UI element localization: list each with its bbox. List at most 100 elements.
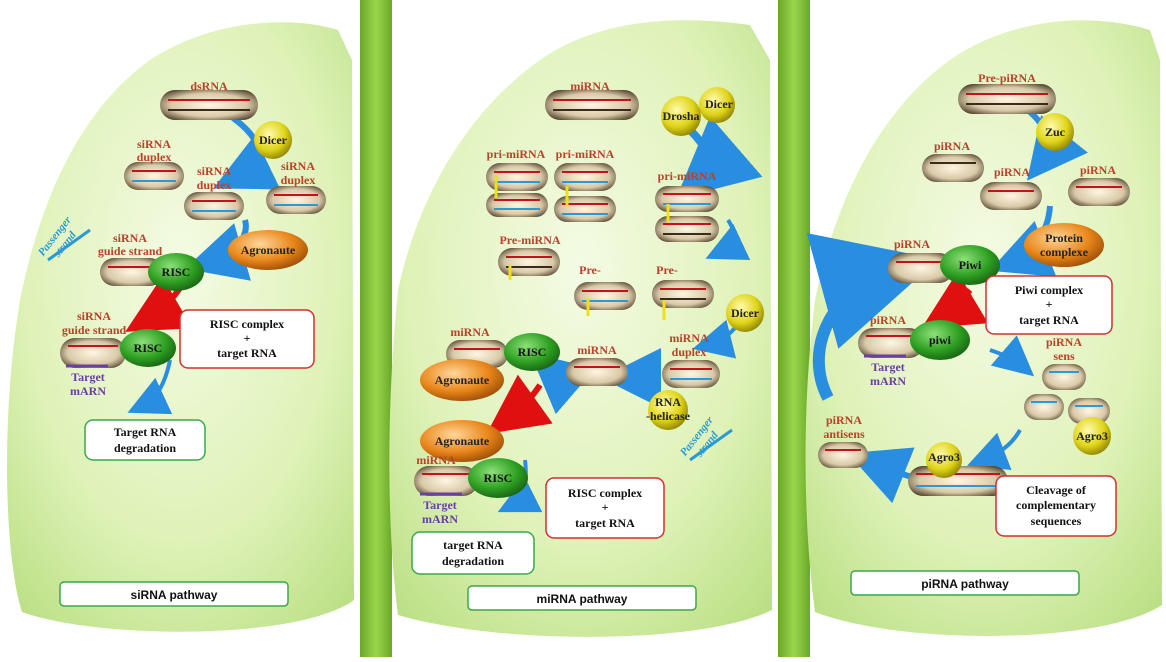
pirna-sens-capsule-2 xyxy=(1024,394,1064,420)
mirna-pre-3: Pre- xyxy=(656,263,678,277)
mirna-risc-complex-box xyxy=(545,477,665,539)
mirna-drosha-ball xyxy=(661,96,701,136)
pirna-sens-a: piRNA xyxy=(1046,335,1082,349)
sirna-duplex-3 xyxy=(266,186,326,214)
sirna-dicer-label: Dicer xyxy=(259,133,288,147)
pirna-protein-b: complexe xyxy=(1040,245,1089,259)
pirna-agro3-ball-1 xyxy=(1073,417,1111,455)
sirna-guide-capsule xyxy=(100,258,164,286)
mirna-pri-capsule-3 xyxy=(655,186,719,242)
pirna-target-a: Target xyxy=(871,360,905,374)
mirna-pre-1: Pre-miRNA xyxy=(499,233,560,247)
mirna-degradation-b: degradation xyxy=(442,554,504,568)
pirna-agro3-arrow xyxy=(967,428,1022,471)
sirna-duplex-3b: duplex xyxy=(281,173,316,187)
sirna-agronaute-oval xyxy=(228,230,308,270)
pirna-antisens-a: piRNA xyxy=(826,413,862,427)
sirna-dsrna-capsule xyxy=(160,90,258,120)
mirna-risc-label-2: RISC xyxy=(484,471,513,485)
mirna-degradation-arrow xyxy=(497,459,543,513)
mirna-target-b: mARN xyxy=(422,512,458,526)
mirna-dicer-ball-1 xyxy=(699,87,735,123)
mirna-risc-label-1: RISC xyxy=(518,345,547,359)
mirna-dicer-ball-2 xyxy=(726,294,764,332)
sirna-guide-1b: guide strand xyxy=(98,244,163,258)
pirna-piwi-complex-box xyxy=(985,275,1113,335)
pirna-label-1: piRNA xyxy=(934,139,970,153)
pirna-piwi-label-2: piwi xyxy=(929,333,952,347)
sirna-red-arrow xyxy=(125,276,193,332)
mirna-helicase-arrow xyxy=(601,347,662,408)
mirna-passenger-strand xyxy=(689,428,733,462)
pirna-zuc-ball xyxy=(1036,113,1074,151)
pirna-sens-b: sens xyxy=(1053,349,1075,363)
sirna-dicer-ball xyxy=(254,121,292,159)
mirna-bottom-label: miRNA xyxy=(416,453,456,467)
mirna-pri-capsule-1 xyxy=(486,163,548,217)
pirna-sens-capsule-1 xyxy=(1042,364,1086,390)
pirna-piwi-label-1: Piwi xyxy=(959,258,982,272)
sirna-degradation-box xyxy=(84,419,206,461)
pirna-piwi-oval-1 xyxy=(940,245,1000,285)
sirna-dsrna-label: dsRNA xyxy=(190,79,228,93)
sirna-duplex-1 xyxy=(124,162,184,190)
sirna-duplex-2a: siRNA xyxy=(197,164,231,178)
sirna-footer: siRNA pathway xyxy=(131,588,218,602)
pirna-label-3: piRNA xyxy=(1080,163,1116,177)
pirna-target-b: mARN xyxy=(870,374,906,388)
mirna-dicer-arrow xyxy=(705,218,751,260)
mirna-pre-2: Pre- xyxy=(579,263,601,277)
mirna-mid-label: miRNA xyxy=(577,343,617,357)
mirna-agronaute-oval-2 xyxy=(420,420,504,462)
sirna-complex-c: target RNA xyxy=(217,346,277,360)
pirna-capsule-1 xyxy=(922,154,984,182)
sirna-risc-oval-2 xyxy=(120,329,176,367)
pirna-piwi-a: Piwi complex xyxy=(1015,283,1083,297)
mirna-target-a: Target xyxy=(423,498,457,512)
divider-right xyxy=(778,0,810,657)
pirna-target-capsule xyxy=(858,328,924,358)
pirna-capsule-3 xyxy=(1068,178,1130,206)
mirna-degradation-a: target RNA xyxy=(443,538,503,552)
mirna-pri-1: pri-miRNA xyxy=(487,147,546,161)
pirna-panel: Zuc Protein complexe Piwi piwi Agro3 Agr… xyxy=(806,71,1130,596)
mirna-duplex-a: miRNA xyxy=(669,331,709,345)
mirna-pre-capsule-2 xyxy=(574,282,636,316)
sirna-guide-2a: siRNA xyxy=(77,309,111,323)
mirna-top-label: miRNA xyxy=(570,79,610,93)
pirna-piwi-pirna-label: piRNA xyxy=(894,237,930,251)
sirna-risc-label-1: RISC xyxy=(162,265,191,279)
mirna-red-arrow xyxy=(486,374,553,434)
sirna-panel: Dicer Agronaute RISC RISC dsRNA siRNA du… xyxy=(36,79,326,607)
pirna-footer: piRNA pathway xyxy=(921,577,1009,591)
sirna-duplex-1a: siRNA xyxy=(137,137,171,151)
sirna-duplex-2 xyxy=(184,192,244,220)
pirna-piwi-b: + xyxy=(1046,297,1053,311)
mirna-degradation-box xyxy=(411,531,535,575)
mirna-drosha-arrow xyxy=(675,116,763,199)
pirna-red-arrow xyxy=(921,271,989,329)
sirna-degradation-a: Target RNA xyxy=(114,425,177,439)
pirna-protein-oval xyxy=(1024,223,1104,267)
mirna-duplex-b: duplex xyxy=(672,345,707,359)
pirna-cleavage-a: Cleavage of xyxy=(1026,483,1087,497)
pirna-cleavage-box xyxy=(995,475,1117,537)
pirna-piwi-capsule xyxy=(888,253,954,283)
mirna-complex-a: RISC complex xyxy=(568,486,642,500)
sirna-complex-a: RISC complex xyxy=(210,317,284,331)
pirna-capsule-2 xyxy=(980,182,1042,210)
mirna-top-capsule xyxy=(545,90,639,120)
pirna-guide-label: piRNA xyxy=(870,313,906,327)
sirna-duplex-3a: siRNA xyxy=(281,159,315,173)
mirna-drosha-label: Drosha xyxy=(662,109,699,123)
sirna-duplex-1b: duplex xyxy=(137,150,172,164)
sirna-target-a: Target xyxy=(71,370,105,384)
sirna-degradation-arrow xyxy=(127,359,173,415)
mirna-complex-c: target RNA xyxy=(575,516,635,530)
mirna-target-capsule xyxy=(414,466,478,496)
sirna-guide-1a: siRNA xyxy=(113,231,147,245)
mirna-helicase-a: RNA xyxy=(655,395,681,409)
sirna-target-b: mARN xyxy=(70,384,106,398)
mirna-duplex-capsule xyxy=(662,360,720,388)
mirna-dicer-label-2: Dicer xyxy=(731,306,760,320)
